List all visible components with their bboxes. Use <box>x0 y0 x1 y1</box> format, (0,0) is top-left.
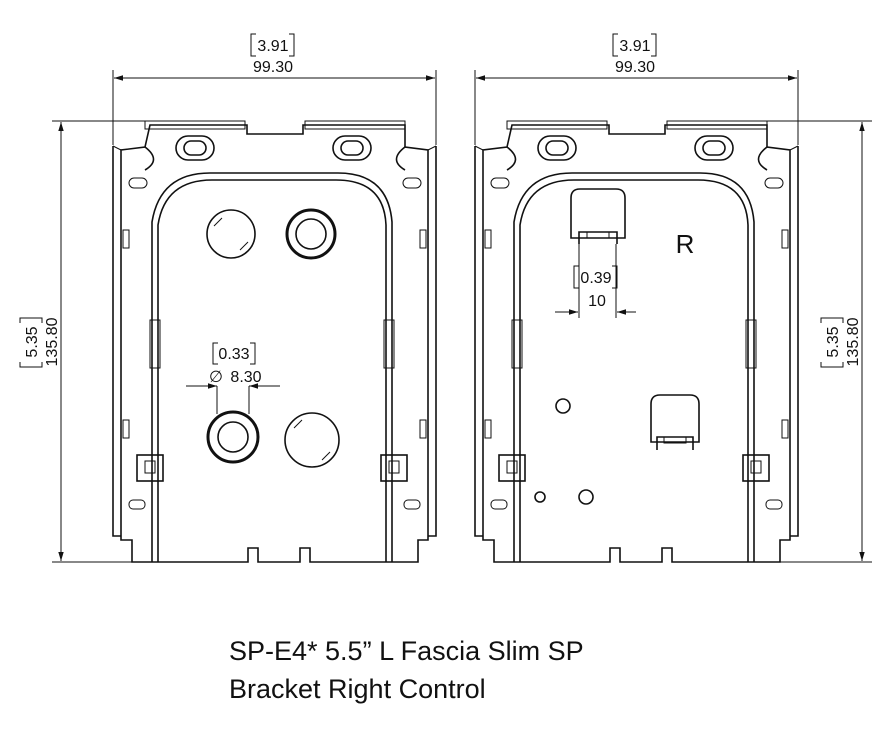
side-mark-letter: R <box>676 229 695 259</box>
caption-line-1: SP-E4* 5.5” L Fascia Slim SP <box>229 636 584 666</box>
hole-diameter-inches: 0.33 <box>218 346 249 363</box>
left-width-inches: 3.91 <box>257 38 288 55</box>
left-height-inches: 5.35 <box>24 326 41 357</box>
lower-slot <box>650 394 700 443</box>
knockout-lower-right <box>284 412 340 468</box>
drawing-caption: SP-E4* 5.5” L Fascia Slim SP Bracket Rig… <box>229 632 584 708</box>
left-height-mm: 135.80 <box>44 317 61 366</box>
slot-width-inches: 0.39 <box>580 270 611 287</box>
left-width-mm: 99.30 <box>253 59 293 76</box>
grommet-top-right <box>285 208 337 260</box>
slot-width-mm: 10 <box>588 293 606 310</box>
diameter-symbol: ∅ <box>209 369 223 386</box>
caption-line-2: Bracket Right Control <box>229 674 486 704</box>
knockout-top-left <box>206 209 256 259</box>
grommet-lower-left <box>206 410 260 464</box>
mount-hole-upper <box>555 398 571 414</box>
right-width-mm: 99.30 <box>615 59 655 76</box>
right-height-mm: 135.80 <box>845 317 862 366</box>
left-bracket-view: 3.91 99.30 5.35 135.80 0.33 ∅ 8.30 <box>19 33 437 563</box>
hole-diameter-mm: 8.30 <box>230 369 261 386</box>
right-width-inches: 3.91 <box>619 38 650 55</box>
mount-hole-lower-left <box>534 491 546 503</box>
right-bracket-outline <box>474 120 799 563</box>
left-bracket-outline <box>112 120 437 563</box>
mount-hole-lower-right <box>578 489 594 505</box>
right-height-inches: 5.35 <box>825 326 842 357</box>
right-bracket-view: R 3.91 99.30 5.35 135.80 0.39 10 <box>474 33 872 563</box>
upper-slot <box>570 188 626 239</box>
